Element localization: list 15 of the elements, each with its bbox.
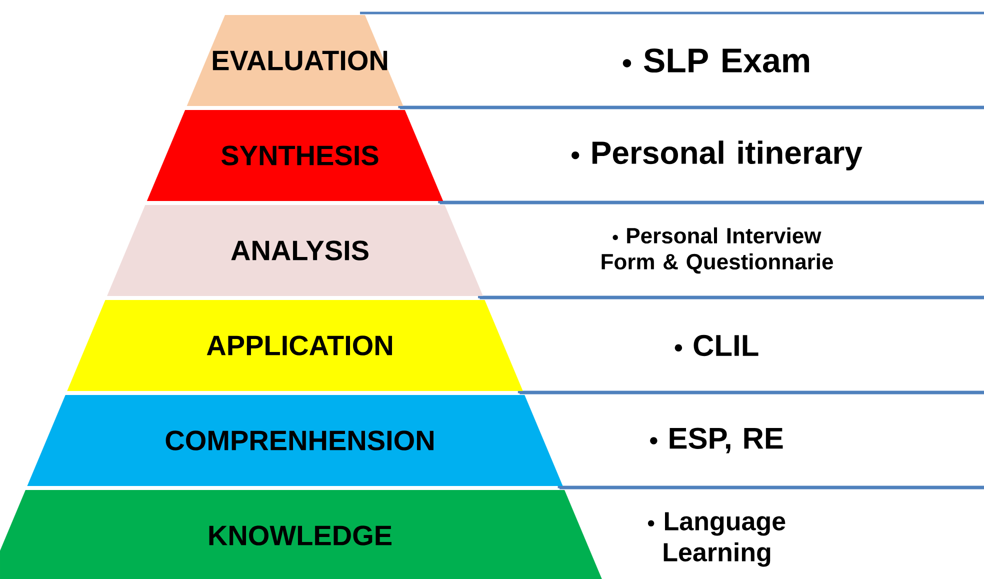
node-label: SLP Exam	[644, 48, 810, 73]
pyramid-level: ANALYSIS	[107, 205, 483, 296]
node-label: Personal Interview Form & Questionnarie	[602, 227, 833, 274]
pyramid-level: EVALUATION	[186, 15, 404, 106]
list-panel: Personal Interview Form & Questionnarie	[440, 202, 984, 298]
list-panel: CLIL	[480, 296, 984, 394]
pyramid-level: SYNTHESIS	[146, 110, 444, 201]
list-panel: ESP, RE	[520, 392, 984, 488]
node-label: Personal itinerary	[592, 140, 862, 170]
pyramid-level: APPLICATION	[67, 300, 523, 391]
node-label: CLIL	[694, 334, 758, 356]
node-label: Language Learning	[664, 512, 786, 567]
pyramid-level: COMPRENHENSION	[27, 395, 563, 486]
list-panel: Personal itinerary	[400, 106, 984, 204]
node-label: ESP, RE	[670, 428, 783, 454]
